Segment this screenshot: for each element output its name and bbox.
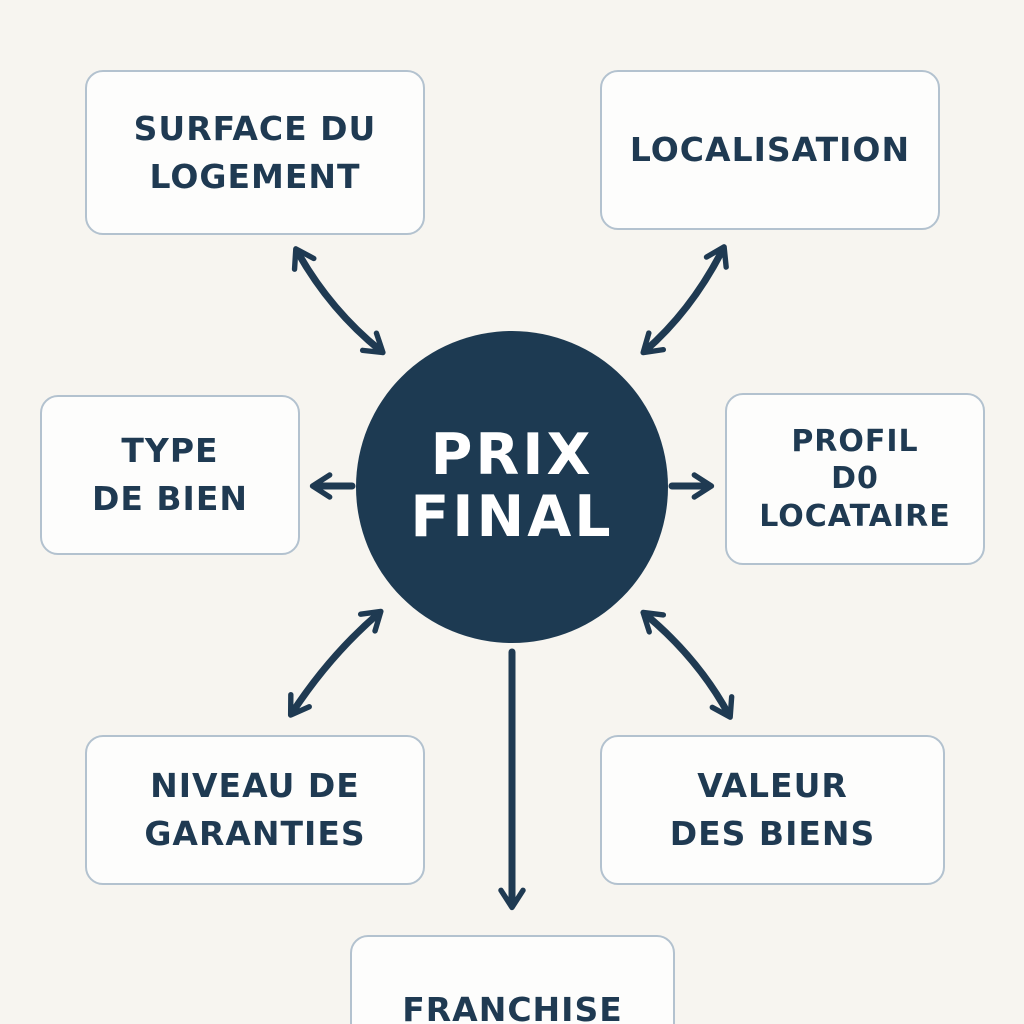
node-label-line: TYPE (121, 431, 219, 471)
center-label-line: FINAL (410, 484, 614, 550)
arrow-localisation-link (640, 244, 729, 356)
node-niveau-de-garanties: NIVEAU DE GARANTIES (85, 735, 425, 885)
node-label-line: LOGEMENT (149, 156, 361, 196)
node-franchise: FRANCHISE (350, 935, 675, 1024)
node-label-line: GARANTIES (144, 814, 366, 853)
node-label-line: SURFACE DU (133, 108, 377, 148)
node-profil-locataire: PROFIL D0 LOCATAIRE (725, 393, 985, 565)
node-type-de-bien: TYPE DE BIEN (40, 395, 300, 555)
center-node-prix-final: PRIX FINAL (356, 331, 668, 643)
arrow-garanties-link (287, 608, 384, 718)
node-label-line: DES BIENS (669, 814, 876, 853)
node-label-line: LOCALISATION (629, 130, 911, 170)
node-label-line: FRANCHISE (402, 990, 623, 1024)
node-label-line: PROFIL (791, 423, 919, 459)
arrow-surface-link (291, 246, 386, 356)
node-surface-du-logement: SURFACE DU LOGEMENT (85, 70, 425, 235)
arrow-valeur-link (640, 609, 735, 720)
node-label-line: VALEUR (697, 766, 848, 806)
node-label-line: DE BIEN (91, 479, 248, 518)
center-label-line: PRIX (430, 422, 594, 489)
node-localisation: LOCALISATION (600, 70, 940, 230)
node-label-line: LOCATAIRE (759, 498, 951, 534)
node-valeur-des-biens: VALEUR DES BIENS (600, 735, 945, 885)
node-label-line: D0 (831, 461, 879, 497)
node-label-line: NIVEAU DE (150, 766, 360, 806)
